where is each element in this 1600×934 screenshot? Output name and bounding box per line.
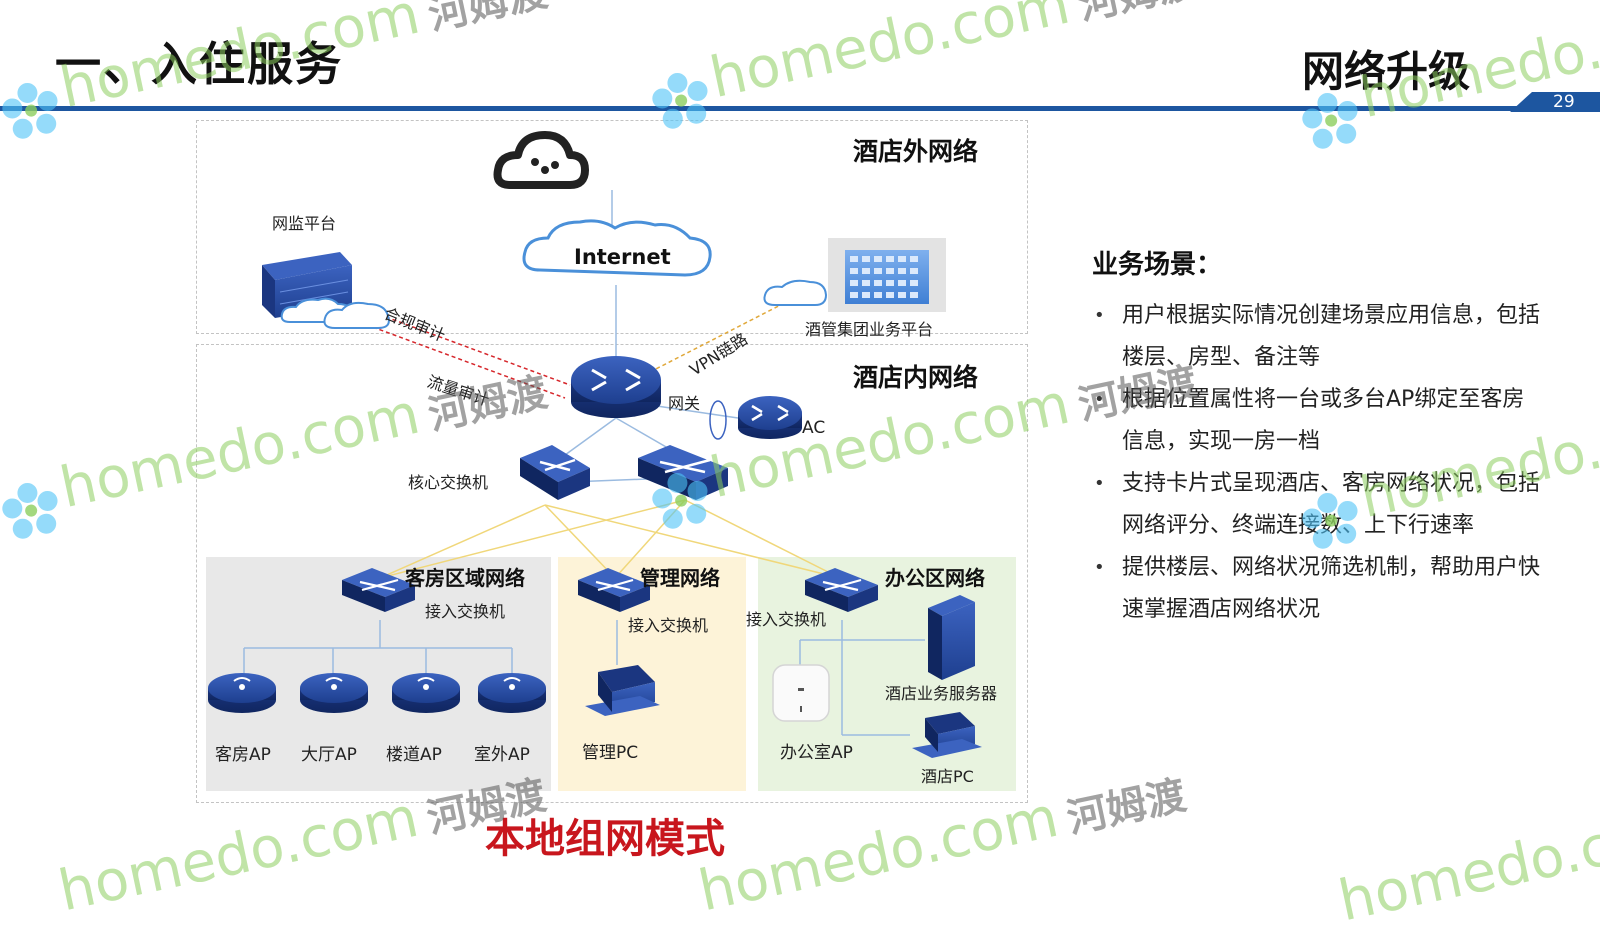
access-switch-guest-icon <box>342 568 415 612</box>
monitoring-server-icon <box>262 252 390 329</box>
outdoor-ap-icon <box>478 673 546 713</box>
ac-controller-icon <box>738 396 802 439</box>
office-ap-label: 办公室AP <box>780 743 853 763</box>
mgmt-pc-label: 管理PC <box>582 743 639 763</box>
cloud-outline-icon <box>493 131 589 189</box>
inner-network-label: 酒店内网络 <box>853 363 979 392</box>
access-switch-guest-label: 接入交换机 <box>425 602 506 621</box>
lobby-ap-icon <box>300 673 368 713</box>
diagram-caption: 本地组网模式 <box>485 816 725 862</box>
list-item: 支持卡片式呈现酒店、客房网络状况，包括网络评分、终端连接数、上下行速率 <box>1092 463 1542 547</box>
business-scenario-heading: 业务场景： <box>1092 250 1223 280</box>
access-switch-mgmt-label: 接入交换机 <box>628 616 709 635</box>
inner-network-zone <box>196 344 1028 803</box>
list-item: 提供楼层、网络状况筛选机制，帮助用户快速掌握酒店网络状况 <box>1092 547 1542 631</box>
section-title: 网络升级 <box>1302 47 1471 96</box>
ac-label: AC <box>802 418 826 438</box>
hotel-group-building-icon <box>763 238 946 312</box>
page-number: 29 <box>1553 92 1575 112</box>
outer-network-label: 酒店外网络 <box>853 137 979 166</box>
hotel-server-icon <box>928 595 975 680</box>
core-switch-label: 核心交换机 <box>408 473 489 492</box>
page-title: 一、入住服务 <box>55 37 343 91</box>
top-divider-bar <box>0 106 1600 111</box>
hotel-group-platform-label: 酒管集团业务平台 <box>805 320 934 339</box>
list-item: 根据位置属性将一台或多台AP绑定至客房信息，实现一房一档 <box>1092 379 1542 463</box>
gateway-router-icon <box>571 356 661 418</box>
mgmt-zone-label: 管理网络 <box>640 566 720 590</box>
management-pc-icon <box>585 665 660 716</box>
hotel-server-label: 酒店业务服务器 <box>885 684 998 703</box>
access-switch-office-label: 接入交换机 <box>746 610 827 629</box>
internet-label: Internet <box>574 245 671 269</box>
guest-zone-label: 客房区域网络 <box>405 566 525 590</box>
corridor-ap-label: 楼道AP <box>386 745 442 765</box>
page-number-tab <box>1510 92 1600 112</box>
office-ap-icon <box>772 664 830 722</box>
office-zone-label: 办公区网络 <box>885 566 985 590</box>
connection-lines <box>243 190 925 736</box>
lobby-ap-label: 大厅AP <box>301 745 357 765</box>
gateway-label: 网关 <box>668 394 701 413</box>
core-switch-right-icon <box>638 445 728 500</box>
hotel-pc-icon <box>912 712 982 758</box>
hotel-pc-label: 酒店PC <box>921 767 974 786</box>
outdoor-ap-label: 室外AP <box>474 745 530 765</box>
network-diagram <box>208 131 982 758</box>
access-switch-mgmt-icon <box>578 568 650 612</box>
outer-network-zone <box>196 120 1028 334</box>
business-scenario-panel: 业务场景： 用户根据实际情况创建场景应用信息，包括楼层、房型、备注等 根据位置属… <box>1092 244 1542 631</box>
monitoring-platform-label: 网监平台 <box>272 214 337 233</box>
internet-cloud-icon <box>522 219 712 277</box>
core-switch-left-icon <box>520 445 590 500</box>
list-item: 用户根据实际情况创建场景应用信息，包括楼层、房型、备注等 <box>1092 295 1542 379</box>
business-scenario-list: 用户根据实际情况创建场景应用信息，包括楼层、房型、备注等 根据位置属性将一台或多… <box>1092 295 1542 631</box>
guest-room-ap-icon <box>208 673 276 713</box>
corridor-ap-icon <box>392 673 460 713</box>
access-switch-office-icon <box>805 568 878 612</box>
guest-room-ap-label: 客房AP <box>215 745 271 765</box>
